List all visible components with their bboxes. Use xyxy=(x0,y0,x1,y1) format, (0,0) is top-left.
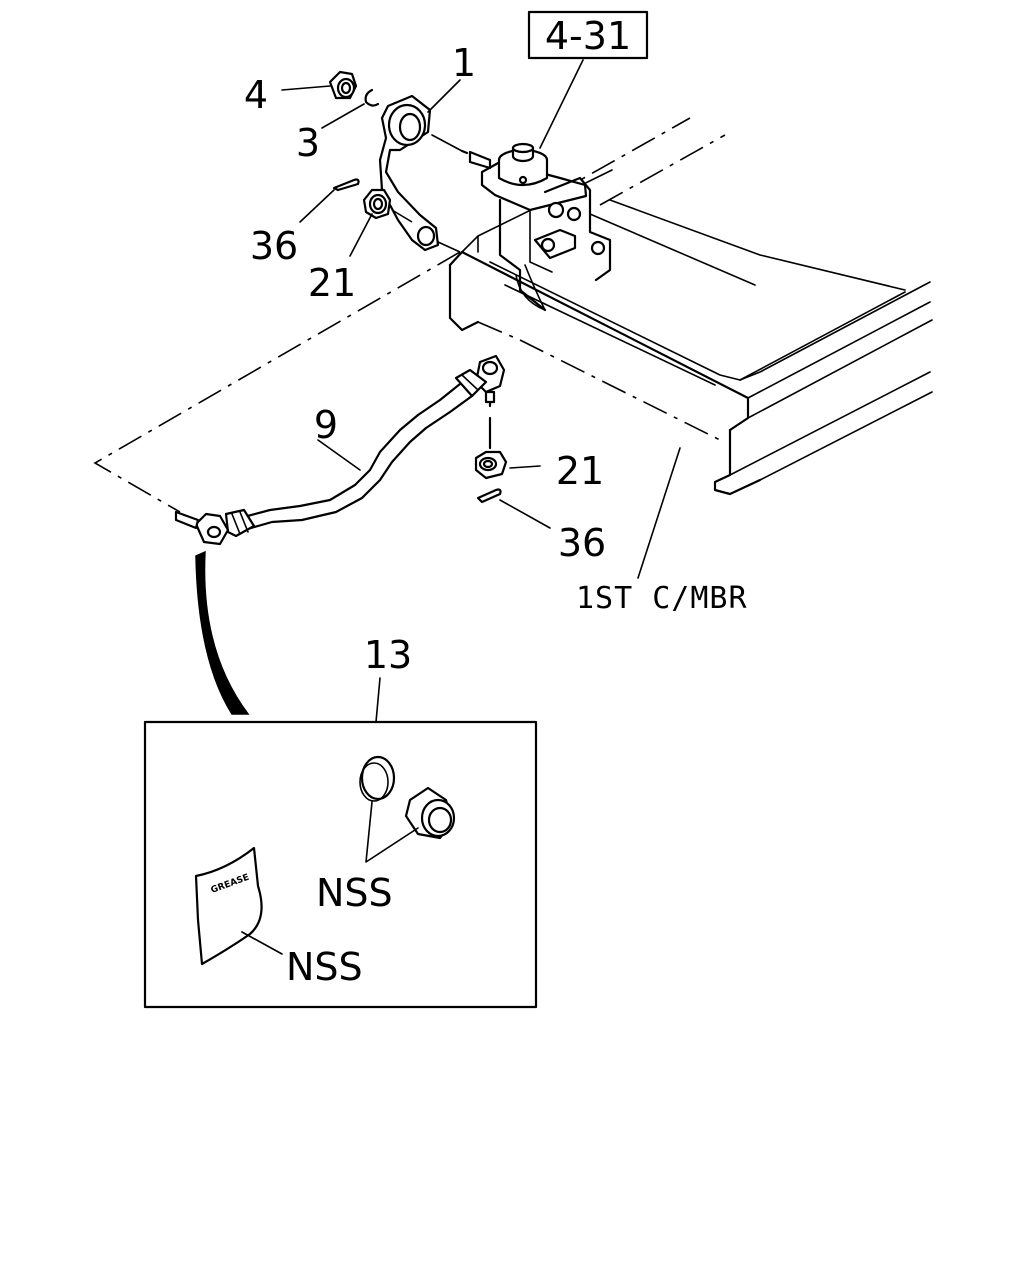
ref-box-label: 4-31 xyxy=(545,14,631,58)
nut-4[interactable] xyxy=(328,70,358,100)
label-frame-member: 1ST C/MBR xyxy=(576,581,748,616)
label-pitman-arm-1: 1 xyxy=(452,41,476,85)
detail-arrow xyxy=(195,550,250,715)
label-castle-nut-21-top: 21 xyxy=(308,261,356,305)
projection-line-left xyxy=(93,251,461,513)
snap-ring xyxy=(359,755,396,802)
ref-box[interactable]: 4-31 xyxy=(527,10,649,149)
projection-line-top xyxy=(437,241,461,253)
cotter-pin-top[interactable] xyxy=(332,178,360,192)
frame-cross-member xyxy=(448,117,933,496)
label-grease-nss: NSS xyxy=(286,945,363,989)
drag-link[interactable] xyxy=(174,354,506,546)
label-seal-nss: NSS xyxy=(316,871,393,915)
repair-kit-box[interactable]: 13 NSS GREASE NSS xyxy=(143,633,538,1009)
label-castle-nut-21-lower: 21 xyxy=(556,449,604,493)
leader-lines xyxy=(281,79,681,579)
grease-packet: GREASE xyxy=(194,846,283,966)
washer-3[interactable] xyxy=(364,88,380,107)
label-repair-kit-13: 13 xyxy=(364,633,412,677)
label-drag-link-9: 9 xyxy=(314,403,338,447)
castle-nut-top[interactable] xyxy=(362,188,413,223)
dust-seal xyxy=(404,786,456,840)
label-nut-4: 4 xyxy=(244,73,268,117)
pitman-arm[interactable] xyxy=(378,94,463,252)
cotter-pin-lower[interactable] xyxy=(476,488,502,504)
label-cotter-pin-36-lower: 36 xyxy=(558,521,606,565)
label-cotter-pin-36-top: 36 xyxy=(250,224,298,268)
label-washer-3: 3 xyxy=(296,121,320,165)
castle-nut-lower[interactable] xyxy=(474,416,508,480)
steering-gear-box xyxy=(460,142,612,312)
